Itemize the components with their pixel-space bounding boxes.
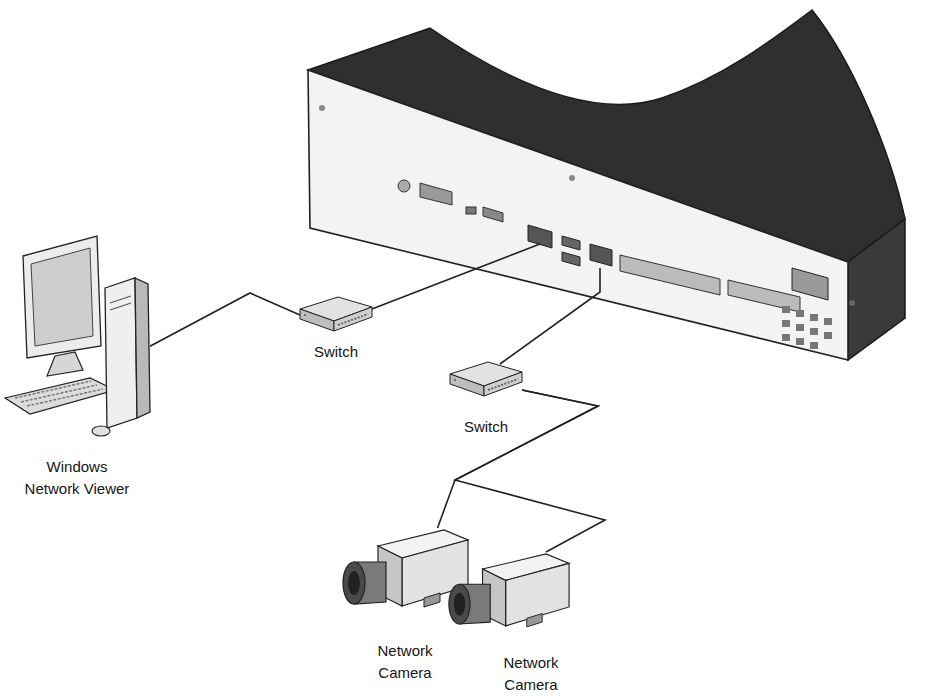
vent-hole (796, 338, 804, 345)
camera-lens-glass (454, 593, 466, 616)
device-node: Switch (300, 295, 372, 335)
network-cable (438, 390, 599, 528)
network-cable (455, 390, 605, 552)
vent-hole (824, 332, 832, 339)
nvr-screw (319, 105, 325, 111)
switch-front (300, 309, 334, 331)
device-label: Network Camera (494, 652, 568, 696)
mouse (92, 426, 110, 436)
device-label: Switch (260, 341, 412, 363)
switch-ports (488, 379, 518, 390)
keyboard-keys (15, 381, 103, 406)
vent-hole (796, 310, 804, 317)
rj45-port (590, 244, 612, 266)
switch-led (304, 314, 306, 316)
camera-side (506, 563, 569, 626)
small-port (466, 207, 476, 214)
terminal-block (620, 255, 720, 295)
vent-hole (782, 320, 790, 327)
tower-side (135, 278, 150, 418)
vent-hole (810, 342, 818, 349)
vent-hole (782, 306, 790, 313)
camera-lens-glass (348, 571, 360, 595)
camera-mount (527, 614, 542, 627)
usb-port (562, 252, 580, 266)
usb-port (562, 236, 580, 250)
device-label: Switch (410, 416, 562, 438)
terminal-block (728, 280, 800, 312)
hdmi-port (483, 207, 503, 222)
device-label: Network Camera (368, 640, 442, 684)
switch-illustration (300, 295, 372, 335)
camera-lens (449, 584, 470, 624)
monitor-frame (23, 236, 101, 358)
device-label: Windows Network Viewer (21, 456, 133, 500)
camera-mount (424, 593, 440, 607)
tower-drive (110, 296, 131, 303)
power-socket (792, 268, 828, 300)
vent-hole (796, 324, 804, 331)
nvr-side (848, 219, 905, 360)
device-node: Switch (450, 360, 522, 400)
nvr-back-panel (308, 70, 848, 360)
switch-led (454, 379, 456, 381)
switch-front (450, 374, 484, 396)
vga-port (420, 183, 452, 205)
switch-illustration (450, 360, 522, 400)
tower-drive (110, 303, 131, 310)
monitor-screen (31, 248, 93, 346)
pc-illustration (5, 228, 150, 443)
network-wire (500, 268, 600, 364)
camera-lens (343, 562, 365, 604)
vent-hole (810, 314, 818, 321)
network-cable (150, 293, 300, 346)
nvr-screw (569, 175, 575, 181)
device-node: Windows Network Viewer (5, 228, 150, 443)
camera-illustration (446, 552, 571, 642)
device-node: Network Camera (446, 552, 571, 642)
monitor-stand (47, 352, 83, 376)
switch-side (484, 372, 522, 396)
nvr-screw (849, 300, 855, 306)
bnc-port (398, 180, 410, 192)
vent-hole (782, 334, 790, 341)
vent-hole (810, 328, 818, 335)
switch-side (334, 307, 372, 331)
network-wire (372, 244, 540, 309)
keyboard (5, 378, 115, 414)
vent-grid (782, 306, 832, 349)
vent-hole (824, 318, 832, 325)
tower-front (105, 278, 137, 428)
switch-ports (338, 314, 368, 325)
